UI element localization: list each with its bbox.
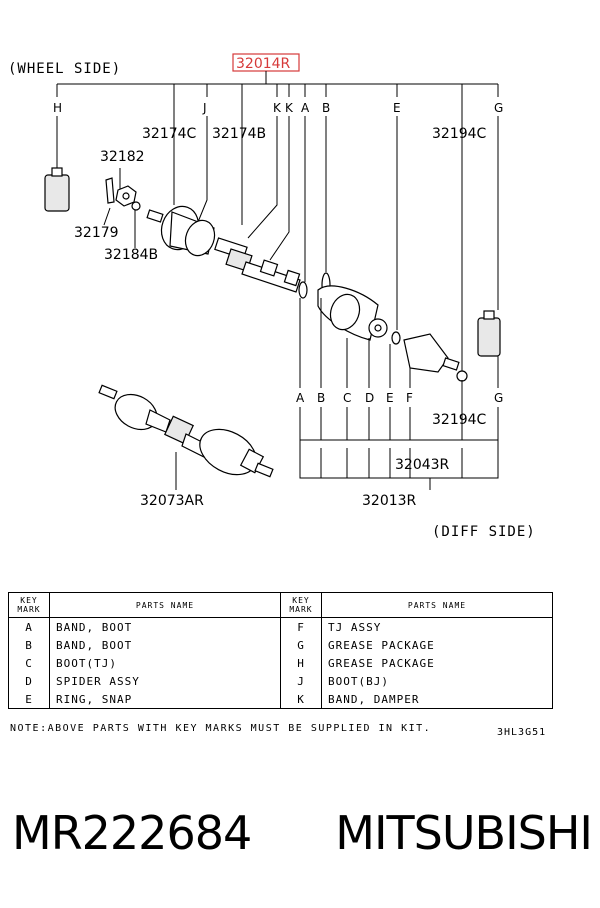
legend-row: E RING, SNAP K BAND, DAMPER <box>8 690 553 709</box>
label-32013R[interactable]: 32013R <box>362 493 417 509</box>
drawing-code: 3HL3G51 <box>497 727 547 738</box>
bottom-key-B: B <box>317 391 325 405</box>
legend-part-name: BAND, BOOT <box>49 636 281 654</box>
legend-key: K <box>280 690 322 709</box>
ring-32194C[interactable] <box>456 370 468 382</box>
legend-key: F <box>280 617 322 636</box>
label-32184B[interactable]: 32184B <box>104 247 158 263</box>
legend-part-name: GREASE PACKAGE <box>321 654 553 672</box>
bottom-key-D: D <box>365 391 374 405</box>
legend-header-parts-name-2: PARTS NAME <box>321 592 553 618</box>
product-caption: MR222684 MITSUBISHI <box>12 806 593 860</box>
legend-key: C <box>8 654 50 672</box>
small-part-leaders <box>103 168 136 248</box>
bottom-key-C: C <box>343 391 351 405</box>
exploded-parts-diagram: (WHEEL SIDE) (DIFF SIDE) 32014R H J K K … <box>8 53 536 540</box>
top-bracket-line <box>57 71 498 85</box>
legend-key: J <box>280 672 322 690</box>
bracket-32013R <box>299 440 499 490</box>
legend-header-parts-name-1: PARTS NAME <box>49 592 281 618</box>
washer-32184B[interactable] <box>131 201 141 211</box>
legend-key: D <box>8 672 50 690</box>
label-32179[interactable]: 32179 <box>74 225 119 241</box>
top-key-drops <box>56 84 499 97</box>
top-key-E: E <box>393 101 401 115</box>
legend-key: G <box>280 636 322 654</box>
legend-header-key-mark-1: KEY MARK <box>8 592 50 618</box>
tj-assy-F[interactable] <box>403 333 460 373</box>
assembled-shaft-32073AR[interactable] <box>98 384 274 483</box>
wheel-side-caption: (WHEEL SIDE) <box>8 61 121 77</box>
legend-part-name: BOOT(BJ) <box>321 672 553 690</box>
part-number-32014R[interactable]: 32014R <box>236 56 291 72</box>
leader-K1 <box>247 116 278 239</box>
bracket-32043R <box>299 380 499 441</box>
boot-TJ-C[interactable] <box>317 285 379 341</box>
legend-key: E <box>8 690 50 709</box>
top-key-B: B <box>322 101 330 115</box>
label-32043R[interactable]: 32043R <box>395 457 450 473</box>
top-key-K1: K <box>273 101 282 115</box>
spider-assy-D[interactable] <box>368 318 388 338</box>
legend-key: H <box>280 654 322 672</box>
bottom-key-G: G <box>494 391 503 405</box>
legend-row: D SPIDER ASSY J BOOT(BJ) <box>8 672 553 690</box>
label-32174C[interactable]: 32174C <box>142 126 197 142</box>
legend-row: B BAND, BOOT G GREASE PACKAGE <box>8 636 553 654</box>
legend-part-name: TJ ASSY <box>321 617 553 636</box>
legend-header-key-mark-2: KEY MARK <box>280 592 322 618</box>
brand-caption: MITSUBISHI <box>335 806 593 860</box>
top-key-G: G <box>494 101 503 115</box>
top-key-A: A <box>301 101 310 115</box>
diff-side-caption: (DIFF SIDE) <box>432 524 536 540</box>
top-key-H: H <box>53 101 62 115</box>
legend-part-name: BAND, BOOT <box>49 617 281 636</box>
label-32194C-bottom[interactable]: 32194C <box>432 412 487 428</box>
bottom-key-A: A <box>296 391 305 405</box>
legend-row: A BAND, BOOT F TJ ASSY <box>8 617 553 636</box>
legend-part-name: BOOT(TJ) <box>49 654 281 672</box>
label-32182[interactable]: 32182 <box>100 149 145 165</box>
label-32194C-top[interactable]: 32194C <box>432 126 487 142</box>
label-32073AR[interactable]: 32073AR <box>140 493 204 509</box>
bottom-key-leaders <box>299 298 499 388</box>
legend-row: C BOOT(TJ) H GREASE PACKAGE <box>8 654 553 672</box>
part-number-caption: MR222684 <box>12 806 252 860</box>
legend-part-name: SPIDER ASSY <box>49 672 281 690</box>
bottom-key-E: E <box>386 391 394 405</box>
label-32174B[interactable]: 32174B <box>212 126 266 142</box>
grease-package-H[interactable] <box>44 167 70 212</box>
snap-ring-E[interactable] <box>391 331 401 345</box>
grease-package-G[interactable] <box>477 310 501 357</box>
top-key-J: J <box>202 101 207 115</box>
top-key-K2: K <box>285 101 294 115</box>
driveshaft-exploded <box>146 205 301 293</box>
band-boot-A[interactable] <box>298 281 308 299</box>
parts-legend-table: KEY MARK PARTS NAME KEY MARK PARTS NAME … <box>8 592 553 709</box>
leader-J <box>197 116 208 223</box>
legend-part-name: GREASE PACKAGE <box>321 636 553 654</box>
legend-part-name: RING, SNAP <box>49 690 281 709</box>
legend-key: B <box>8 636 50 654</box>
bottom-key-F: F <box>406 391 413 405</box>
leader-K2 <box>269 116 290 261</box>
legend-key: A <box>8 617 50 636</box>
kit-note: NOTE:ABOVE PARTS WITH KEY MARKS MUST BE … <box>10 723 432 734</box>
legend-part-name: BAND, DAMPER <box>321 690 553 709</box>
cotter-pin-32179[interactable] <box>105 177 115 204</box>
